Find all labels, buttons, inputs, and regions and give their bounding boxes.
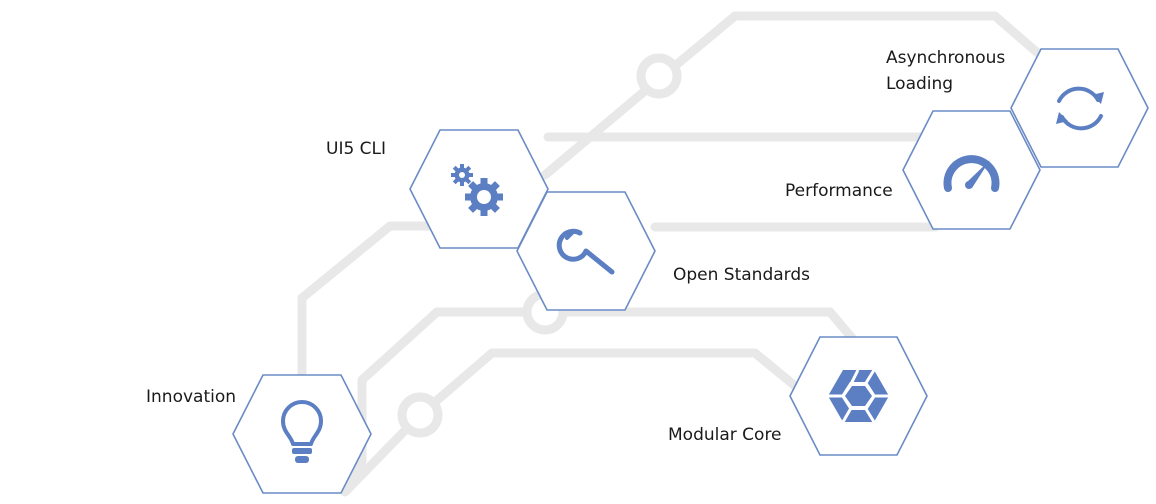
hex-modular-core bbox=[789, 336, 928, 456]
label-ui5-cli: UI5 CLI bbox=[326, 139, 387, 159]
label-async-loading-line1: Asynchronous bbox=[886, 48, 1006, 68]
gears-icon bbox=[451, 164, 503, 216]
hex-ui5-cli bbox=[409, 129, 549, 249]
wrench-icon bbox=[556, 228, 615, 275]
label-open-standards: Open Standards bbox=[673, 265, 811, 285]
label-innovation: Innovation bbox=[146, 387, 237, 407]
lightbulb-icon bbox=[281, 400, 323, 463]
label-modular-core: Modular Core bbox=[668, 425, 782, 445]
hex-performance bbox=[902, 110, 1041, 230]
hex-innovation bbox=[232, 374, 372, 494]
circuit-tracks bbox=[297, 11, 1045, 497]
label-performance: Performance bbox=[785, 181, 893, 201]
label-async-loading-line2: Loading bbox=[886, 74, 954, 94]
hex-async-loading bbox=[1010, 48, 1149, 168]
speedometer-icon bbox=[943, 155, 1000, 192]
modular-core-icon bbox=[828, 369, 889, 423]
hex-open-standards bbox=[516, 191, 656, 311]
refresh-icon bbox=[1056, 86, 1104, 131]
